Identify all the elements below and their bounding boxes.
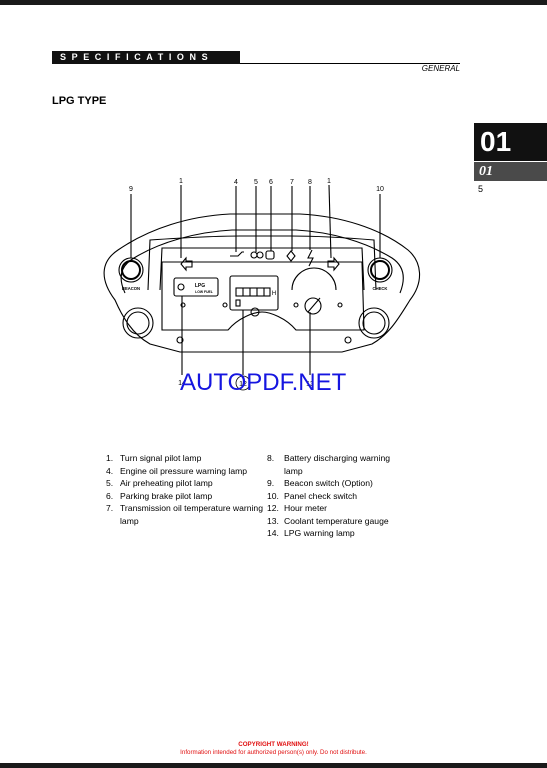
page-title: LPG TYPE xyxy=(52,95,107,107)
callout-8: 8 xyxy=(308,179,312,186)
legend-right-column: 8.Battery discharging warning lamp 9.Bea… xyxy=(267,452,407,540)
legend-item: 9.Beacon switch (Option) xyxy=(267,478,373,488)
copyright-text: Information intended for authorized pers… xyxy=(180,749,367,756)
chapter-tab-subnumber: 01 xyxy=(474,162,547,181)
turn-signal-right-lamp xyxy=(327,256,340,272)
coolant-temperature-gauge xyxy=(291,267,337,291)
low-fuel-label: LOW FUEL xyxy=(195,290,213,294)
oil-pressure-lamp xyxy=(230,251,244,257)
callout-13: 13 xyxy=(306,381,314,388)
legend-item: 8.Battery discharging warning lamp xyxy=(267,453,391,476)
callout-1-right: 1 xyxy=(327,178,331,185)
transmission-oil-lamp xyxy=(286,250,296,262)
check-label: CHECK xyxy=(373,286,388,291)
instrument-panel-diagram: 9 1 4 5 6 7 8 1 10 14 12 13 BEACON CHECK… xyxy=(103,178,421,391)
legend-item: 4.Engine oil pressure warning lamp xyxy=(106,465,248,476)
legend-item: 12.Hour meter xyxy=(267,503,327,513)
chapter-tab-page: 5 xyxy=(478,184,484,194)
panel-faceplate xyxy=(161,261,365,331)
callout-1-left: 1 xyxy=(179,178,183,185)
lpg-warning-lamp xyxy=(173,277,219,297)
legend-item: 1.Turn signal pilot lamp xyxy=(106,453,202,463)
legend-item: 13.Coolant temperature gauge xyxy=(267,515,389,526)
hour-meter-unit: H xyxy=(272,291,276,297)
parking-brake-lamp xyxy=(265,250,275,260)
legend-item: 6.Parking brake pilot lamp xyxy=(106,490,213,501)
callout-6: 6 xyxy=(269,179,273,186)
copyright-warning: COPYRIGHT WARNING! Information intended … xyxy=(140,741,407,757)
legend-item: 7.Transmission oil temperature warning l… xyxy=(106,503,263,526)
beacon-label: BEACON xyxy=(122,286,140,291)
header-rule xyxy=(240,63,460,64)
right-lower-knob xyxy=(358,307,390,339)
top-border xyxy=(0,0,547,5)
legend-left-column: 1.Turn signal pilot lamp 4.Engine oil pr… xyxy=(106,452,264,527)
panel-display-band xyxy=(147,235,377,291)
callout-14: 14 xyxy=(178,380,186,387)
air-preheat-lamp xyxy=(250,251,258,259)
callout-10: 10 xyxy=(376,186,384,193)
chapter-tab-number: 01 xyxy=(474,123,547,161)
section-subtitle: GENERAL xyxy=(421,64,460,73)
turn-signal-left-lamp xyxy=(180,256,193,272)
battery-discharge-lamp xyxy=(307,249,314,267)
watermark: AUTOPDF.NET xyxy=(180,369,347,396)
callout-5: 5 xyxy=(254,179,258,186)
callout-4: 4 xyxy=(234,179,238,186)
legend-item: 14.LPG warning lamp xyxy=(267,528,355,538)
lpg-label: LPG xyxy=(195,283,205,289)
callout-7: 7 xyxy=(290,179,294,186)
hour-meter xyxy=(229,275,279,311)
copyright-title: COPYRIGHT WARNING! xyxy=(238,741,309,748)
panel-outer-housing xyxy=(103,213,421,353)
callout-9: 9 xyxy=(129,186,133,193)
left-lower-knob xyxy=(122,307,154,339)
bottom-border xyxy=(0,763,547,768)
callout-12: 12 xyxy=(239,381,247,388)
legend-item: 5.Air preheating pilot lamp xyxy=(106,478,213,488)
specifications-banner: SPECIFICATIONS xyxy=(52,51,240,64)
legend-item: 10.Panel check switch xyxy=(267,490,358,501)
